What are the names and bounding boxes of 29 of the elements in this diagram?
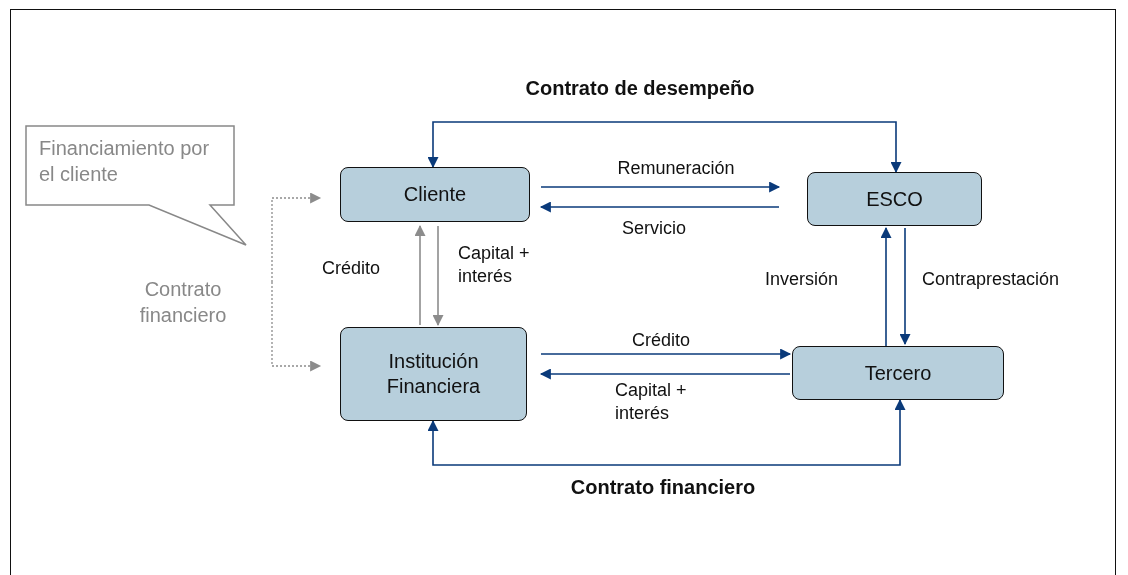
- arrow: [427, 121, 902, 174]
- edge-label: Contrato de desempeño: [525, 76, 755, 101]
- edge-label: Inversión: [765, 268, 839, 291]
- dotted-arrow: [271, 281, 322, 372]
- edge-label: Crédito: [322, 257, 381, 280]
- arrow: [880, 226, 892, 347]
- arrow: [539, 368, 791, 380]
- arrow: [414, 224, 426, 326]
- bracket-label: Contrato financiero: [138, 277, 228, 328]
- edge-label: Capital + interés: [458, 242, 531, 287]
- arrow: [427, 398, 906, 466]
- dotted-arrow: [271, 192, 322, 283]
- arrow: [539, 201, 780, 213]
- edge-label: Contrato financiero: [570, 475, 756, 500]
- entity-box: Tercero: [792, 346, 1004, 400]
- arrow: [540, 348, 792, 360]
- arrow: [540, 181, 781, 193]
- edge-label: Contraprestación: [922, 268, 1060, 291]
- arrow: [899, 227, 911, 346]
- entity-box: Cliente: [340, 167, 530, 222]
- edge-label: Crédito: [632, 329, 690, 352]
- entity-box: Institución Financiera: [340, 327, 527, 421]
- edge-label: Capital + interés: [615, 379, 688, 424]
- edge-label: Servicio: [622, 217, 686, 240]
- edge-label: Remuneración: [617, 157, 735, 180]
- callout-text: Financiamiento por el cliente: [39, 136, 211, 187]
- speech-bubble: [25, 125, 248, 247]
- arrow: [432, 225, 444, 327]
- entity-box: ESCO: [807, 172, 982, 226]
